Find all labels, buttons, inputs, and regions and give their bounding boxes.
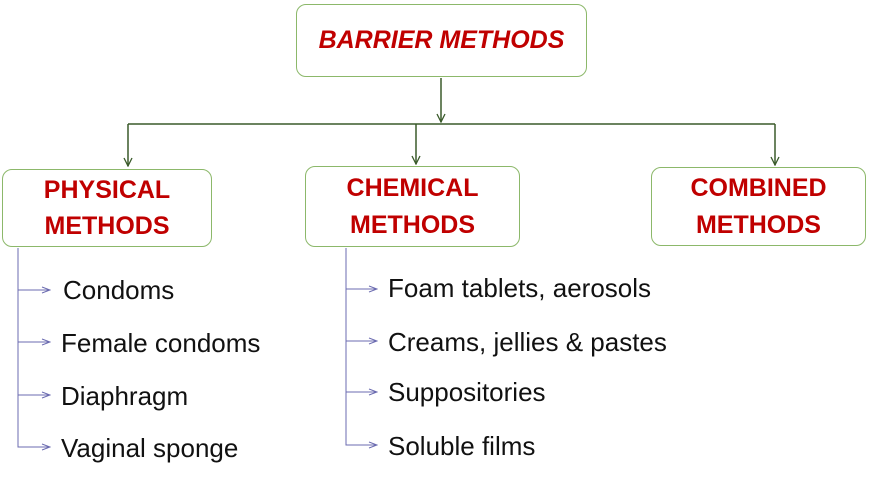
physical-methods-label-line1: PHYSICAL: [43, 175, 171, 204]
physical-item-condoms: Condoms: [63, 275, 175, 305]
physical-list-bracket: [17, 248, 50, 447]
chemical-item-suppositories: Suppositories: [388, 377, 546, 407]
chemical-methods-label-line1: CHEMICAL: [346, 174, 479, 203]
combined-methods-label-line2: METHODS: [695, 210, 821, 239]
physical-methods-box: PHYSICAL METHODS: [2, 169, 212, 247]
root-node-label: BARRIER METHODS: [318, 26, 565, 55]
physical-item-diaphragm: Diaphragm: [61, 381, 189, 411]
chemical-list-bracket: [345, 248, 377, 445]
physical-methods-label-line2: METHODS: [44, 212, 170, 240]
chemical-item-soluble-films: Soluble films: [388, 431, 536, 461]
root-node-box: BARRIER METHODS: [296, 4, 587, 77]
combined-methods-box: COMBINED METHODS: [651, 167, 866, 246]
chemical-item-foam-tablets: Foam tablets, aerosols: [388, 273, 652, 303]
chemical-methods-box: CHEMICAL METHODS: [305, 166, 520, 247]
physical-item-vaginal-sponge: Vaginal sponge: [61, 433, 239, 463]
combined-methods-label-line1: COMBINED: [690, 174, 827, 203]
physical-item-female-condoms: Female condoms: [61, 328, 261, 358]
chemical-methods-label-line2: METHODS: [350, 210, 475, 239]
chemical-item-creams-jellies: Creams, jellies & pastes: [388, 327, 667, 357]
